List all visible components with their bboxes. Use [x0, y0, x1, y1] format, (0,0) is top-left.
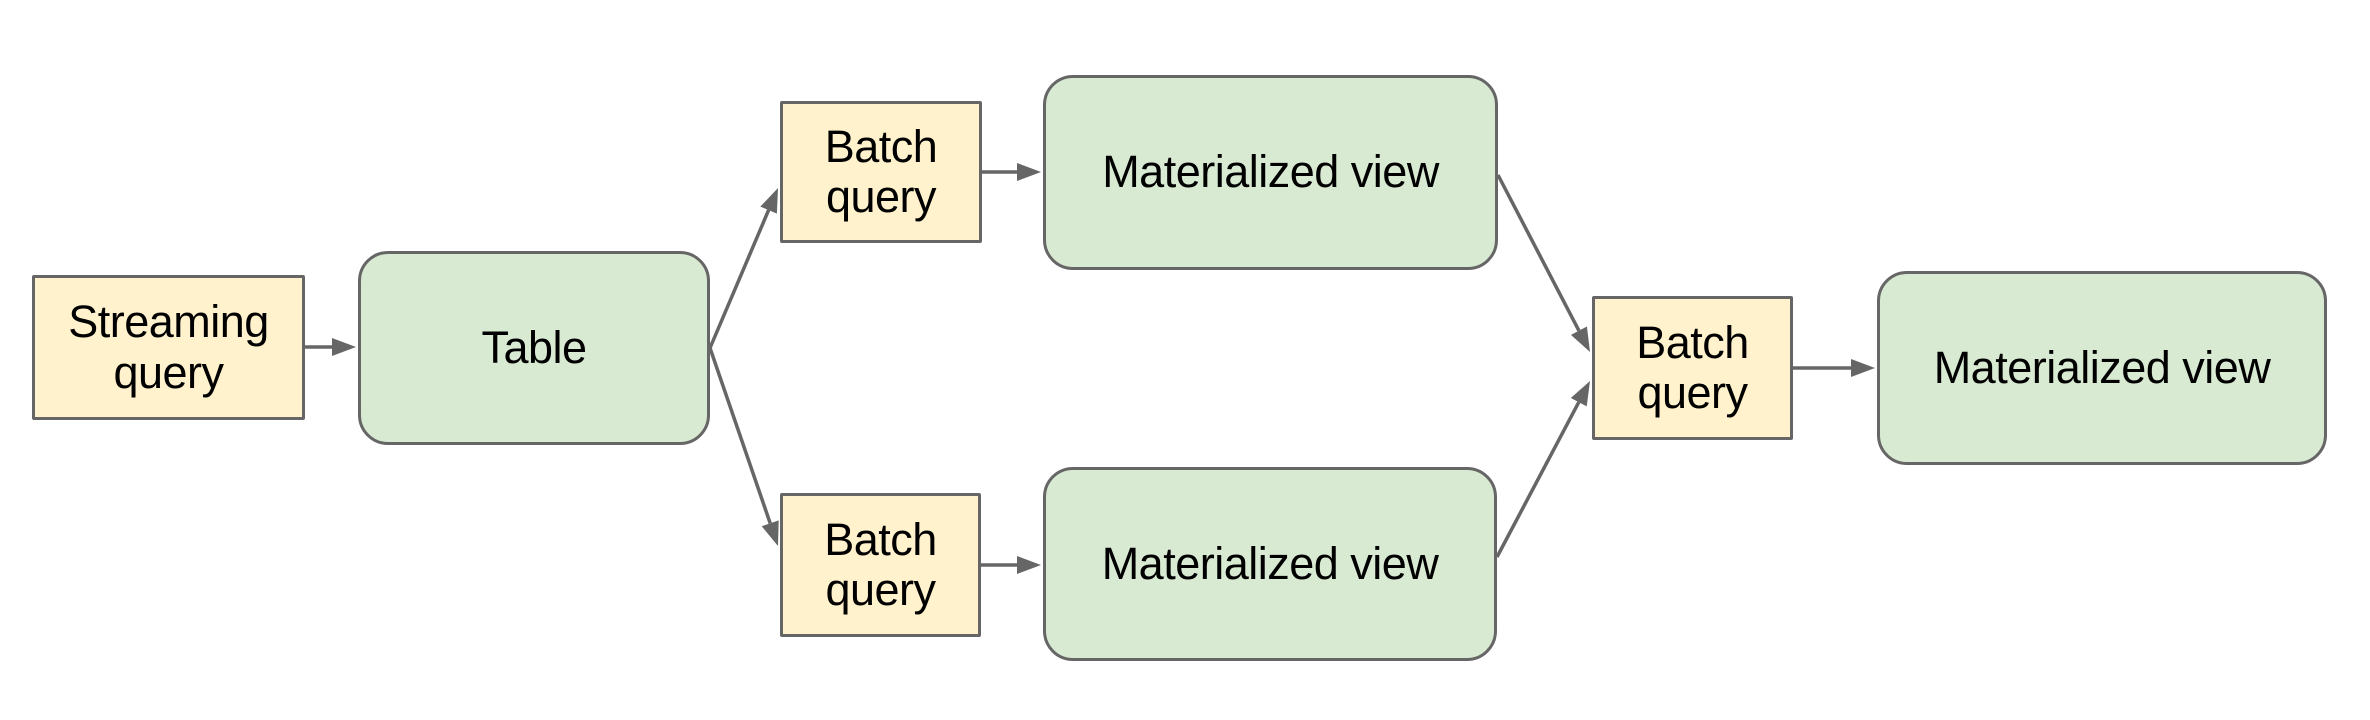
- node-label: Batch query: [824, 120, 938, 222]
- node-materialized-view-right: Materialized view: [1877, 271, 2327, 465]
- node-batch-query-bottom: Batch query: [780, 493, 981, 637]
- node-label: Streaming query: [68, 296, 269, 398]
- node-label: Table: [481, 321, 587, 373]
- node-streaming-query: Streaming query: [32, 275, 305, 420]
- node-label: Materialized view: [1102, 146, 1439, 198]
- node-materialized-view-bottom: Materialized view: [1043, 467, 1497, 661]
- node-table: Table: [358, 251, 710, 445]
- node-materialized-view-top: Materialized view: [1043, 75, 1498, 270]
- node-batch-query-top: Batch query: [780, 101, 982, 243]
- node-label: Batch query: [1636, 316, 1749, 418]
- node-batch-query-right: Batch query: [1592, 296, 1793, 440]
- node-label: Materialized view: [1101, 537, 1439, 589]
- node-label: Batch query: [824, 513, 937, 615]
- node-label: Materialized view: [1933, 341, 2271, 393]
